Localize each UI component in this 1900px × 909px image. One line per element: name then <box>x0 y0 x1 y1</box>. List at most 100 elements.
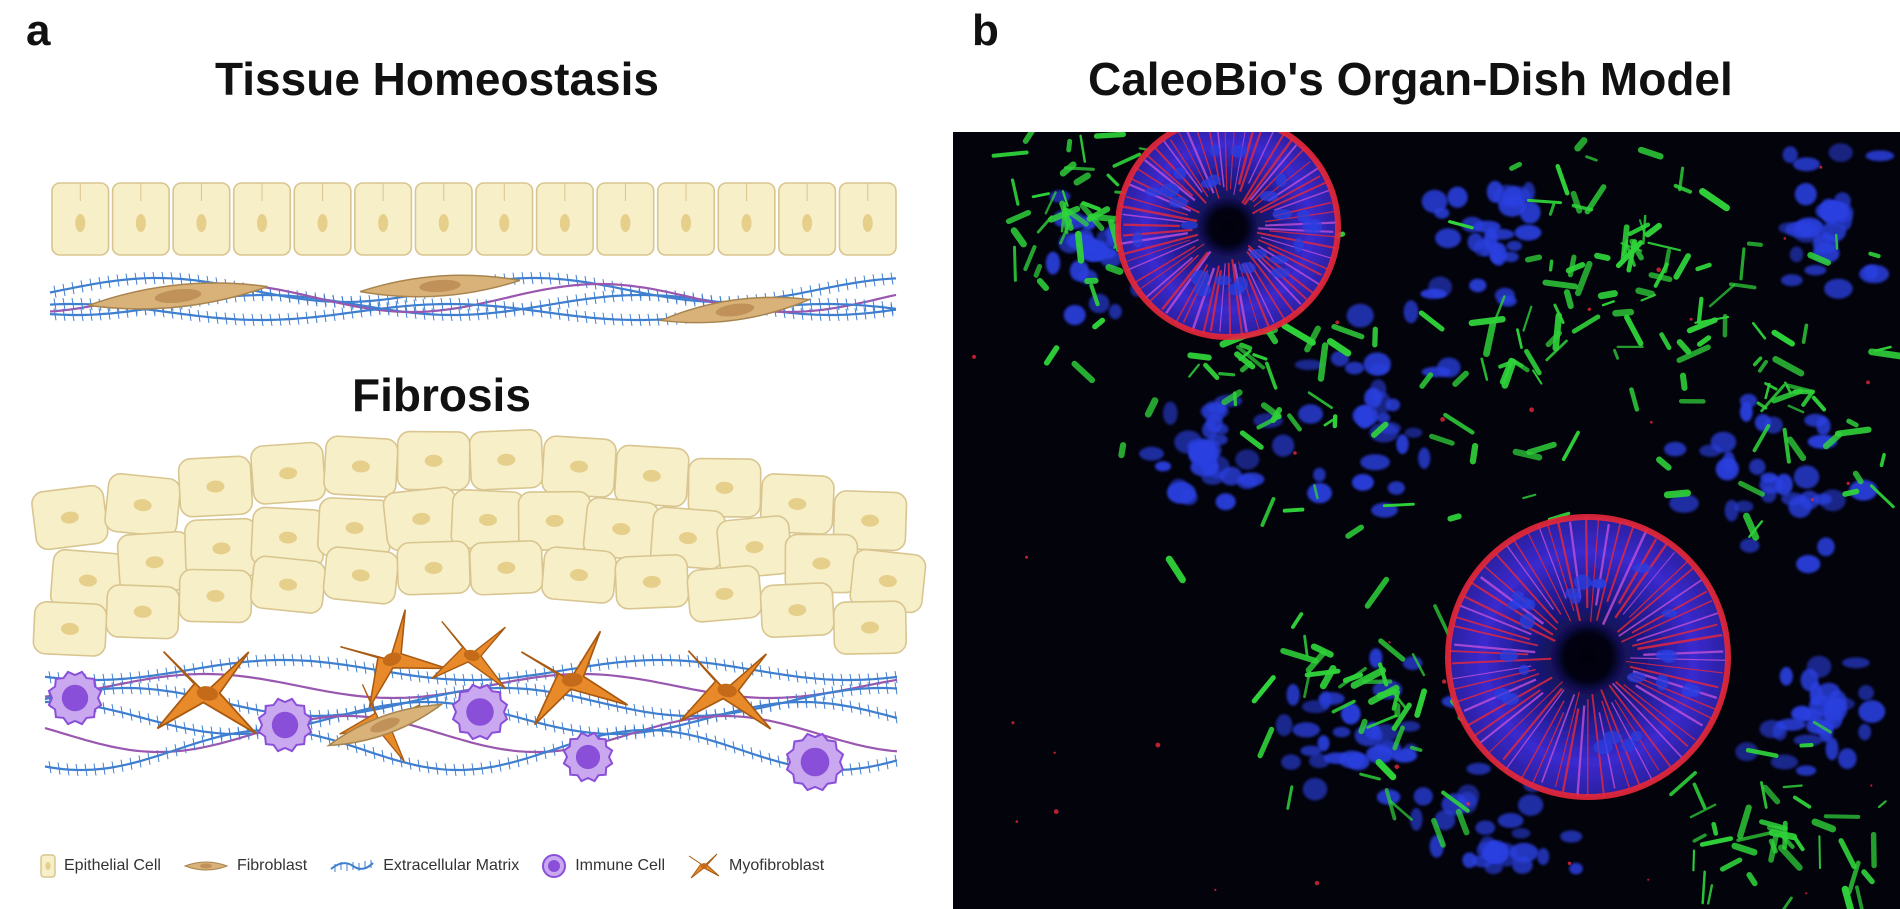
process-stain <box>1342 672 1363 684</box>
ecm-fibril <box>183 722 187 735</box>
organoid-rim <box>1445 514 1731 800</box>
ecm-fibril <box>395 300 399 314</box>
process-stain <box>1526 441 1557 456</box>
nucleus-stain <box>1796 555 1821 574</box>
nucleus-stain <box>1323 752 1350 764</box>
epithelial-nucleus <box>212 542 231 555</box>
organoid-spoke <box>1621 600 1713 643</box>
nucleus-stain <box>1469 278 1487 293</box>
nucleus-stain <box>1275 714 1293 737</box>
epithelial-nucleus <box>788 497 807 511</box>
ecm-fibril <box>269 313 273 326</box>
organoid-spoke <box>1636 612 1718 642</box>
ecm-fibril <box>660 708 664 721</box>
ecm-fibril <box>566 295 570 308</box>
ecm-fibril <box>431 298 435 311</box>
ecm-fibril <box>399 667 403 680</box>
process-stain <box>1760 781 1768 809</box>
ecm-fibril <box>219 730 223 743</box>
organoid-spoke <box>1527 532 1572 622</box>
epithelial-nucleus <box>424 561 443 574</box>
nucleus-stain <box>1517 794 1544 816</box>
nucleus-stain <box>1351 474 1374 491</box>
epithelial-cell <box>293 182 352 256</box>
nucleus-stain <box>1447 186 1468 208</box>
ecm-fibril <box>827 281 831 294</box>
process-stain <box>1392 725 1405 751</box>
ecm-fibril <box>255 654 259 668</box>
legend-item-fibroblast: Fibroblast <box>183 857 307 875</box>
organoid-spoke <box>1537 524 1567 599</box>
speck-stain <box>1293 451 1297 455</box>
speck-stain <box>1846 481 1850 485</box>
process-stain <box>1760 384 1786 413</box>
ecm-fibril <box>89 278 93 291</box>
process-stain <box>1022 132 1035 144</box>
organoid-spoke <box>1452 624 1539 647</box>
process-stain <box>1144 397 1159 418</box>
ecm-fibril <box>449 297 453 311</box>
process-stain <box>1731 842 1758 856</box>
epithelial-nucleus <box>860 621 879 634</box>
ecm-fibril <box>602 279 606 292</box>
ecm-fibril <box>476 298 480 311</box>
ecm-fibril <box>71 308 75 322</box>
process-stain <box>1331 699 1356 714</box>
organoid-nucleus <box>1249 249 1267 259</box>
ecm-fibril <box>867 682 871 695</box>
ecm-fibril <box>525 752 529 765</box>
ecm-fibril <box>224 312 228 325</box>
epithelial-cell <box>396 430 471 491</box>
ecm-fibril <box>66 763 70 776</box>
ecm-fibril <box>813 696 817 709</box>
ecm-fibril <box>552 720 556 733</box>
ecm-fibril <box>102 682 106 696</box>
organoid-spoke <box>1162 140 1203 193</box>
ecm-fibril <box>381 699 385 713</box>
organ-dish-microscopy-image <box>953 132 1900 909</box>
nucleus-stain <box>1215 493 1236 511</box>
process-stain <box>1868 251 1881 259</box>
legend-label: Epithelial Cell <box>64 857 161 874</box>
process-stain <box>1480 357 1489 381</box>
ecm-fibril <box>557 297 561 310</box>
epithelial-cell <box>172 182 231 256</box>
ecm-fibril <box>525 682 529 696</box>
ecm-fibril <box>543 667 547 680</box>
process-stain <box>1282 507 1305 513</box>
organoid-spoke <box>1458 604 1532 636</box>
epithelial-cell <box>354 182 413 256</box>
ecm-fibril <box>539 271 543 285</box>
process-stain <box>1366 714 1398 729</box>
ecm-fibril <box>422 298 426 311</box>
organoid-spoke <box>1595 522 1622 621</box>
ecm-fibril <box>264 654 268 667</box>
ecm-fibril <box>566 308 570 322</box>
epithelial-nucleus <box>862 214 873 232</box>
organoid-spoke <box>1519 700 1565 781</box>
ecm-fibril <box>863 307 867 320</box>
nucleus-stain <box>1476 840 1505 860</box>
ecm-fibril <box>494 306 498 319</box>
ecm-fibril <box>174 686 178 699</box>
ecm-fibril <box>111 673 115 686</box>
nucleus-stain <box>1734 500 1754 513</box>
process-stain <box>1696 296 1704 324</box>
organoid <box>1445 514 1731 800</box>
process-stain <box>1638 219 1646 236</box>
ecm-fibril <box>876 681 880 695</box>
process-stain <box>1359 772 1381 781</box>
organoid-spoke <box>1249 144 1298 201</box>
process-stain <box>1524 254 1543 263</box>
fibroblast-nucleus <box>419 279 461 293</box>
ecm-fibril <box>102 702 106 715</box>
process-stain <box>1545 339 1568 362</box>
epithelial-cell <box>468 428 544 491</box>
ecm-fibril <box>809 298 813 311</box>
process-stain <box>1378 638 1406 662</box>
process-stain <box>1613 348 1620 360</box>
epithelial-nucleus <box>788 604 807 617</box>
nucleus-stain <box>1715 457 1739 481</box>
process-stain <box>1031 192 1050 199</box>
nucleus-stain <box>1793 465 1820 489</box>
